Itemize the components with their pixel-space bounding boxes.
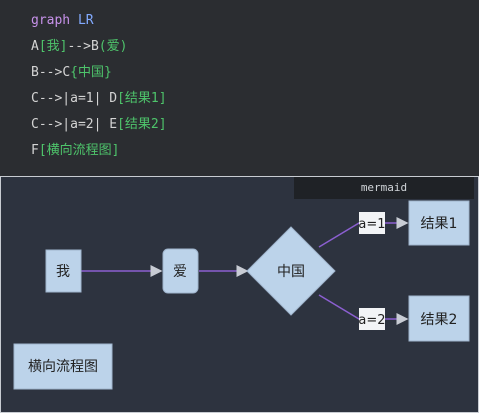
node-text-b: (爱) [98,39,128,54]
node-a-label: 我 [56,264,70,280]
code-line-3: B-->C{中国} [31,65,112,81]
node-id-a: A [31,39,39,54]
node-e-label: 结果2 [421,312,458,328]
diagram-preview: mermaid 我 爱 中国 a=1 [0,176,479,413]
node-text-a: [我] [38,39,68,54]
node-f[interactable]: 横向流程图 [13,343,113,390]
node-id-c: C [31,117,39,132]
code-line-1: graph LR [31,13,94,29]
code-line-4: C-->|a=1| D[结果1] [31,91,167,107]
node-b-label: 爱 [173,264,187,280]
node-id-f: F [31,143,39,158]
node-id-e: E [109,117,118,132]
arrow: --> [38,65,63,80]
flowchart-svg: 我 爱 中国 a=1 a=2 结果1 结果2 [13,200,470,390]
node-c[interactable]: 中国 [246,226,336,316]
node-text-f: [横向流程图] [38,143,120,158]
node-d-label: 结果1 [421,216,458,232]
edge-label-a1-text: a=1 [358,217,385,232]
node-f-label: 横向流程图 [28,359,98,375]
arrow: --> [67,39,91,54]
edge-label-a2: a=2 [358,308,386,330]
node-a[interactable]: 我 [45,249,82,293]
keyword-graph: graph [31,13,71,28]
node-d[interactable]: 结果1 [408,200,470,246]
node-c-label: 中国 [277,264,305,280]
code-line-5: C-->|a=2| E[结果2] [31,117,167,133]
edge-label-a1: a=1 [358,212,386,234]
code-line-2: A[我]-->B(爱) [31,39,127,55]
node-text-e: [结果2] [117,117,167,132]
edge-label-a2-text: a=2 [358,313,385,328]
node-id-b: B [90,39,99,54]
keyword-direction: LR [77,13,94,28]
node-id-b: B [31,65,39,80]
node-text-d: [结果1] [117,91,167,106]
arrow-with-label: -->|a=2| [38,117,110,132]
node-b[interactable]: 爱 [162,248,199,294]
code-editor[interactable]: graph LR A[我]-->B(爱) B-->C{中国} C-->|a=1|… [0,0,479,176]
code-line-6: F[横向流程图] [31,143,119,159]
node-id-c: C [31,91,39,106]
mermaid-label: mermaid [294,177,474,199]
node-id-d: D [109,91,118,106]
arrow-with-label: -->|a=1| [38,91,110,106]
node-e[interactable]: 结果2 [408,295,470,342]
node-id-c: C [62,65,71,80]
node-text-c: {中国} [70,65,112,80]
